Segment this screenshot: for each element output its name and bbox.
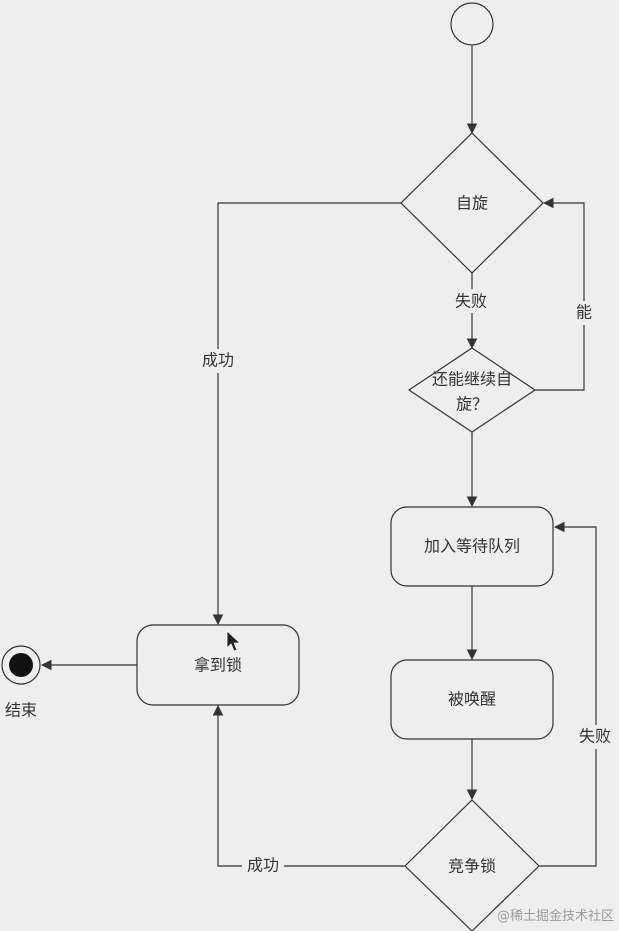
edge-label-can-spin-yes: 能 <box>576 303 592 322</box>
decision-compete: 竞争锁 <box>404 799 540 931</box>
decision-compete-label: 竞争锁 <box>448 857 496 876</box>
edge-label-compete-fail: 失败 <box>579 727 611 746</box>
edge-label-spin-success: 成功 <box>202 351 234 370</box>
decision-spin-label: 自旋 <box>456 194 488 213</box>
end-node: 结束 <box>1 645 41 720</box>
edge-label-bg <box>242 854 284 878</box>
decision-can-spin-label-line1: 还能继续自 <box>432 370 512 389</box>
start-node <box>450 2 494 46</box>
edge-compete-back-to-enqueue <box>539 521 597 867</box>
edge-label-bg <box>197 349 239 373</box>
end-node-label: 结束 <box>5 701 37 720</box>
edge-compete-to-got-lock <box>212 704 405 867</box>
edge-label-bg <box>451 289 491 313</box>
edge-label-compete-success: 成功 <box>247 856 279 875</box>
state-woken-label: 被唤醒 <box>448 690 496 709</box>
edge-spin-to-got-lock <box>212 202 402 626</box>
watermark-text: @稀土掘金技术社区 <box>497 908 614 924</box>
edge-can-spin-back-to-spin <box>535 197 585 391</box>
state-woken: 被唤醒 <box>390 659 554 740</box>
decision-spin-shape <box>400 132 544 274</box>
state-got-lock: 拿到锁 <box>136 624 300 706</box>
decision-can-spin: 还能继续自 旋？ <box>407 347 537 433</box>
edge-label-bg <box>572 301 596 325</box>
state-got-lock-shape <box>136 624 300 706</box>
edge-label-spin-fail: 失败 <box>455 292 487 311</box>
decision-compete-shape <box>404 799 540 931</box>
edge-label-bg <box>574 725 616 749</box>
state-got-lock-label: 拿到锁 <box>194 656 242 675</box>
state-enqueue-shape <box>390 506 554 587</box>
mouse-cursor-icon <box>226 630 242 652</box>
end-node-inner <box>9 653 33 677</box>
decision-can-spin-shape <box>407 347 537 433</box>
decision-can-spin-label-line2: 旋？ <box>456 395 488 414</box>
state-enqueue-label: 加入等待队列 <box>424 537 520 556</box>
state-enqueue: 加入等待队列 <box>390 506 554 587</box>
decision-spin: 自旋 <box>400 132 544 274</box>
state-woken-shape <box>390 659 554 740</box>
